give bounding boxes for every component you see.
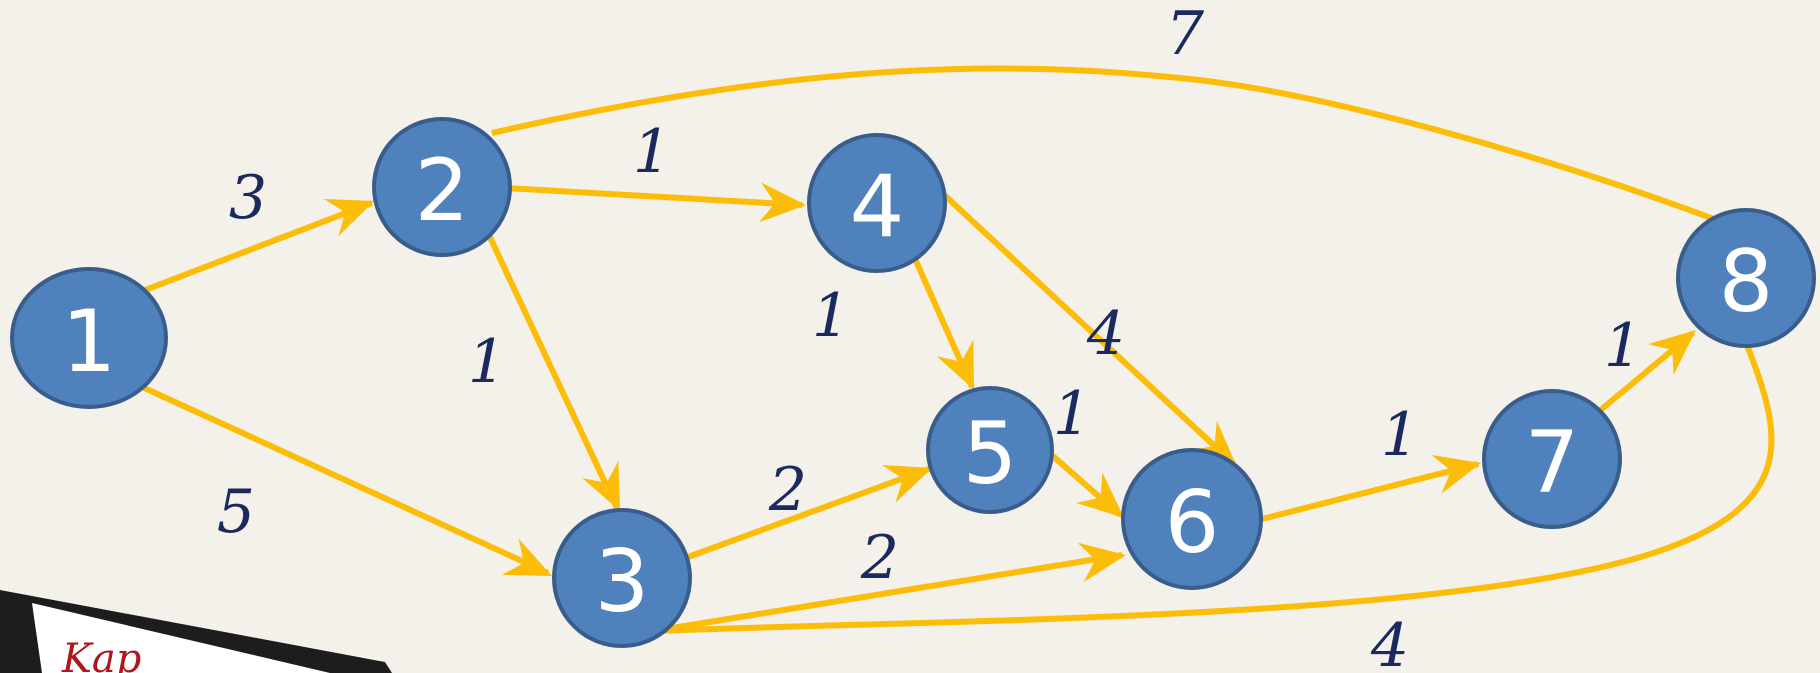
edge-line-1-3 — [138, 383, 550, 576]
arrowhead-1-2 — [323, 199, 374, 237]
edge-weight-6-7: 1 — [1381, 400, 1419, 470]
edge-3-6 — [659, 542, 1126, 633]
edge-1-2 — [138, 199, 374, 295]
node-circle-8 — [1676, 208, 1816, 348]
node-label-3: 3 — [595, 532, 650, 632]
edge-weight-2-3: 1 — [468, 327, 506, 397]
node-label-4: 4 — [850, 157, 905, 257]
edge-line-2-4 — [505, 185, 803, 208]
edge-8-2 — [491, 65, 1724, 225]
edge-weight-1-2: 3 — [229, 163, 267, 233]
node-3: 3 — [552, 508, 692, 648]
edge-weight-2-4: 1 — [633, 117, 671, 187]
node-5: 5 — [926, 386, 1054, 514]
arrowhead-2-4 — [758, 182, 806, 223]
edge-1-3 — [138, 383, 552, 576]
node-4: 4 — [807, 133, 947, 273]
node-label-5: 5 — [963, 404, 1018, 504]
node-6: 6 — [1121, 448, 1263, 590]
arrowhead-7-8 — [1647, 330, 1696, 375]
arrowhead-1-3 — [501, 538, 552, 576]
edge-weight-7-8: 1 — [1604, 311, 1642, 381]
arrowhead-4-5 — [936, 339, 974, 390]
arrowhead-5-6 — [1076, 472, 1124, 518]
edge-4-6 — [923, 175, 1237, 467]
arrowhead-4-6 — [1189, 421, 1237, 467]
node-circle-5 — [926, 386, 1054, 514]
node-1: 1 — [10, 267, 168, 409]
node-label-2: 2 — [415, 141, 470, 241]
edge-weight-5-6: 1 — [1053, 379, 1091, 449]
edge-line-3-6 — [659, 552, 1123, 633]
edge-line-1-2 — [138, 200, 374, 295]
edge-weight-4-5: 1 — [812, 281, 850, 351]
node-circle-3 — [552, 508, 692, 648]
edge-weight-4-6: 4 — [1086, 299, 1125, 369]
corner-sign-text: Kap — [61, 636, 141, 673]
edge-8-3 — [655, 338, 1775, 634]
edge-line-6-7 — [1257, 461, 1479, 523]
node-label-7: 7 — [1525, 413, 1580, 513]
edge-6-7 — [1257, 455, 1481, 523]
arrowhead-6-7 — [1431, 455, 1481, 494]
node-8: 8 — [1676, 208, 1816, 348]
edge-2-3 — [485, 231, 620, 511]
edge-weight-1-3: 5 — [217, 477, 255, 547]
node-7: 7 — [1482, 389, 1622, 529]
corner-sign-face — [32, 603, 330, 673]
edge-line-8-2 — [491, 65, 1724, 225]
node-circle-2 — [372, 117, 512, 257]
node-label-1: 1 — [62, 292, 117, 392]
edge-line-4-6 — [923, 175, 1237, 467]
edge-line-3-5 — [686, 466, 931, 560]
node-label-6: 6 — [1165, 473, 1220, 573]
edge-4-5 — [909, 250, 975, 390]
corner-sign: Kap — [0, 590, 392, 673]
node-circle-1 — [10, 267, 168, 409]
node-2: 2 — [372, 117, 512, 257]
edge-weight-8-2: 7 — [1166, 0, 1205, 69]
edge-2-4 — [505, 182, 806, 223]
node-label-8: 8 — [1719, 232, 1774, 332]
arrowhead-3-5 — [881, 464, 932, 503]
edge-3-5 — [686, 464, 932, 560]
node-circle-7 — [1482, 389, 1622, 529]
edge-weight-3-6: 2 — [860, 523, 899, 593]
arrowhead-3-6 — [1077, 542, 1126, 583]
edge-7-8 — [1595, 330, 1696, 416]
arrowhead-2-3 — [582, 460, 620, 511]
node-circle-4 — [807, 133, 947, 273]
edge-line-8-3 — [655, 338, 1775, 634]
edges-layer — [138, 65, 1775, 634]
edge-5-6 — [1044, 447, 1124, 518]
edge-line-2-3 — [485, 231, 620, 510]
edge-weight-8-3: 4 — [1370, 611, 1409, 673]
node-circle-6 — [1121, 448, 1263, 590]
edge-weight-3-5: 2 — [768, 455, 807, 525]
